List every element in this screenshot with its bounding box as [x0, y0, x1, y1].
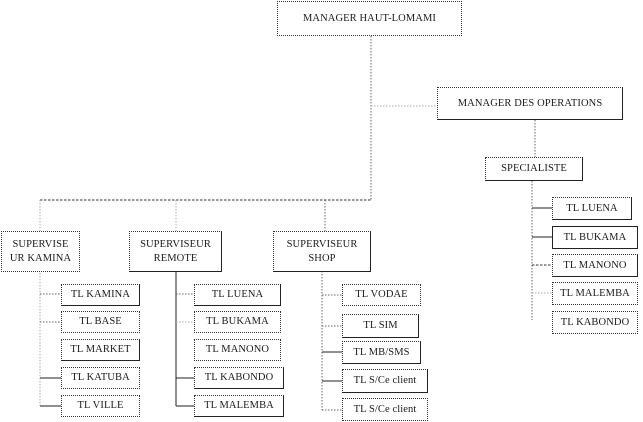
- node-spec-tl-5[interactable]: TL KABONDO: [552, 311, 638, 334]
- node-superviseur-shop[interactable]: SUPERVISEUR SHOP: [273, 231, 371, 272]
- node-label: TL BUKAMA: [563, 231, 627, 243]
- node-label-line1: SUPERVISEUR: [140, 238, 211, 250]
- node-label: TL KAMINA: [70, 289, 131, 300]
- node-label-line2: SHOP: [308, 252, 336, 264]
- node-label: TL VILLE: [77, 400, 124, 411]
- node-label: TL KATUBA: [71, 372, 130, 383]
- node-label: TL S/Ce client: [353, 375, 417, 386]
- node-sup3-tl-1[interactable]: TL VODAE: [342, 284, 421, 306]
- node-label: TL S/Ce client: [353, 403, 417, 415]
- node-label: TL KABONDO: [560, 316, 630, 328]
- node-sup3-tl-4[interactable]: TL S/Ce client: [342, 369, 428, 393]
- node-manager-des-operations[interactable]: MANAGER DES OPERATIONS: [437, 87, 623, 120]
- node-label: MANAGER HAUT-LOMAMI: [302, 12, 437, 24]
- node-spec-tl-3[interactable]: TL MANONO: [552, 254, 638, 277]
- node-label: TL LUENA: [211, 289, 264, 300]
- node-sup2-tl-2[interactable]: TL BUKAMA: [194, 311, 281, 333]
- node-sup2-tl-4[interactable]: TL KABONDO: [194, 367, 284, 389]
- node-sup1-tl-3[interactable]: TL MARKET: [61, 339, 140, 361]
- node-label: TL SIM: [363, 320, 398, 331]
- node-sup2-tl-1[interactable]: TL LUENA: [194, 284, 281, 306]
- node-label: TL MB/SMS: [353, 346, 410, 358]
- node-sup2-tl-5[interactable]: TL MALEMBA: [194, 395, 284, 417]
- node-sup2-tl-3[interactable]: TL MANONO: [194, 339, 281, 361]
- node-superviseur-kamina[interactable]: SUPERVISE UR KAMINA: [1, 231, 80, 272]
- node-superviseur-remote[interactable]: SUPERVISEUR REMOTE: [129, 231, 222, 272]
- node-label: MANAGER DES OPERATIONS: [457, 97, 603, 109]
- node-label: TL MANONO: [205, 344, 270, 355]
- node-specialiste[interactable]: SPECIALISTE: [485, 157, 583, 181]
- node-label: TL BASE: [79, 316, 122, 327]
- node-sup1-tl-1[interactable]: TL KAMINA: [61, 284, 140, 306]
- node-sup3-tl-3[interactable]: TL MB/SMS: [342, 341, 421, 364]
- node-spec-tl-4[interactable]: TL MALEMBA: [552, 282, 638, 305]
- node-label: TL VODAE: [355, 289, 408, 300]
- node-label: TL MALEMBA: [204, 400, 274, 411]
- node-label-line1: SUPERVISE: [12, 238, 69, 250]
- node-label-line1: SUPERVISEUR: [286, 238, 358, 250]
- node-label: SPECIALISTE: [501, 163, 567, 174]
- node-label-line2: REMOTE: [153, 252, 198, 264]
- node-label-line2: UR KAMINA: [9, 252, 72, 264]
- node-spec-tl-1[interactable]: TL LUENA: [552, 197, 632, 220]
- node-label: TL LUENA: [566, 202, 618, 214]
- node-label: TL MALEMBA: [560, 287, 630, 299]
- node-label: TL MANONO: [563, 259, 627, 271]
- node-sup3-tl-2[interactable]: TL SIM: [342, 314, 419, 338]
- node-sup1-tl-4[interactable]: TL KATUBA: [61, 367, 140, 389]
- node-label: TL KABONDO: [204, 372, 274, 383]
- node-spec-tl-2[interactable]: TL BUKAMA: [552, 226, 638, 249]
- node-sup3-tl-5[interactable]: TL S/Ce client: [342, 398, 428, 421]
- node-label: TL MARKET: [70, 344, 131, 355]
- node-manager-haut-lomami[interactable]: MANAGER HAUT-LOMAMI: [277, 1, 462, 36]
- node-label: TL BUKAMA: [206, 316, 269, 327]
- node-sup1-tl-5[interactable]: TL VILLE: [61, 395, 140, 417]
- node-sup1-tl-2[interactable]: TL BASE: [61, 311, 140, 333]
